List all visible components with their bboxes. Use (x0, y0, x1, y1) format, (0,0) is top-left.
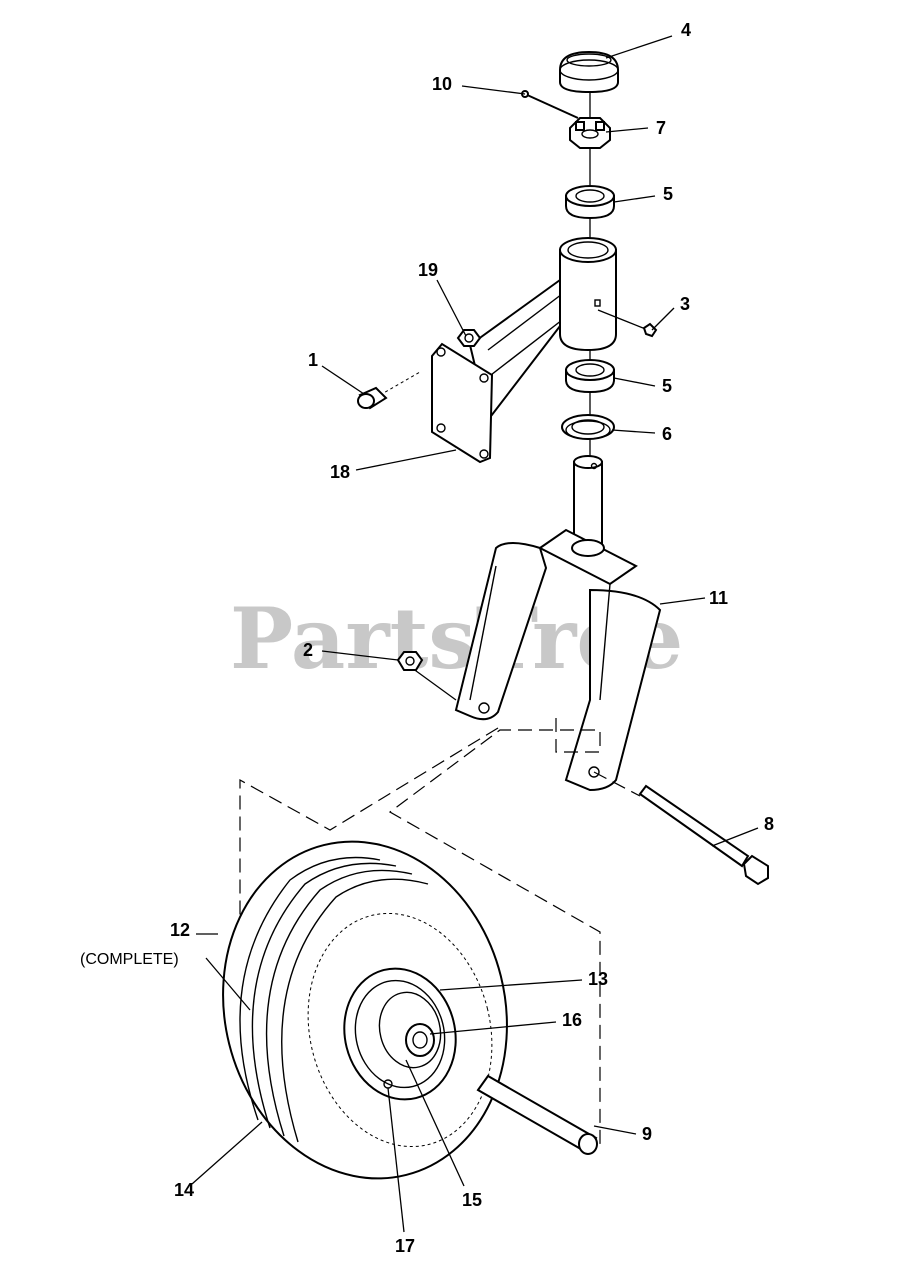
axle-bolt-part[interactable] (593, 771, 769, 886)
wheel-assembly-part[interactable] (188, 811, 598, 1209)
phantom-outline-left (239, 727, 499, 940)
callout-17: 17 (395, 1236, 415, 1256)
callout-2: 2 (303, 640, 313, 660)
callout-8: 8 (764, 814, 774, 834)
callout-10: 10 (432, 74, 452, 94)
callout-5-upper: 5 (663, 184, 673, 204)
callout-3: 3 (680, 294, 690, 314)
castle-nut-part[interactable] (569, 117, 611, 149)
mounting-bracket-arm-part[interactable] (431, 237, 617, 464)
bolt-1-part[interactable] (357, 371, 421, 410)
callout-18: 18 (330, 462, 350, 482)
dust-cap-part[interactable] (559, 50, 619, 94)
callout-15: 15 (462, 1190, 482, 1210)
callout-11: 11 (709, 588, 728, 608)
callout-7: 7 (656, 118, 666, 138)
seal-part[interactable] (561, 414, 615, 440)
callout-16: 16 (562, 1010, 582, 1030)
callout-1: 1 (308, 350, 318, 370)
callout-9: 9 (642, 1124, 652, 1144)
callout-12: 12 (170, 920, 190, 940)
leader-lines (191, 35, 759, 1233)
lower-bearing-part[interactable] (565, 359, 615, 394)
callout-13: 13 (588, 969, 608, 989)
nut-19-part[interactable] (456, 329, 482, 347)
callout-14: 14 (174, 1180, 194, 1200)
phantom-outline-right (388, 718, 601, 1150)
complete-note: (COMPLETE) (80, 951, 179, 968)
callout-19: 19 (418, 260, 438, 280)
callout-5-lower: 5 (662, 376, 672, 396)
cotter-pin-part[interactable] (521, 90, 579, 119)
callout-6: 6 (662, 424, 672, 444)
upper-bearing-part[interactable] (565, 185, 615, 220)
nut-2-part[interactable] (396, 651, 457, 701)
callout-4: 4 (681, 20, 691, 40)
grease-fitting-part[interactable] (597, 309, 658, 338)
caster-fork-part[interactable] (454, 455, 662, 792)
